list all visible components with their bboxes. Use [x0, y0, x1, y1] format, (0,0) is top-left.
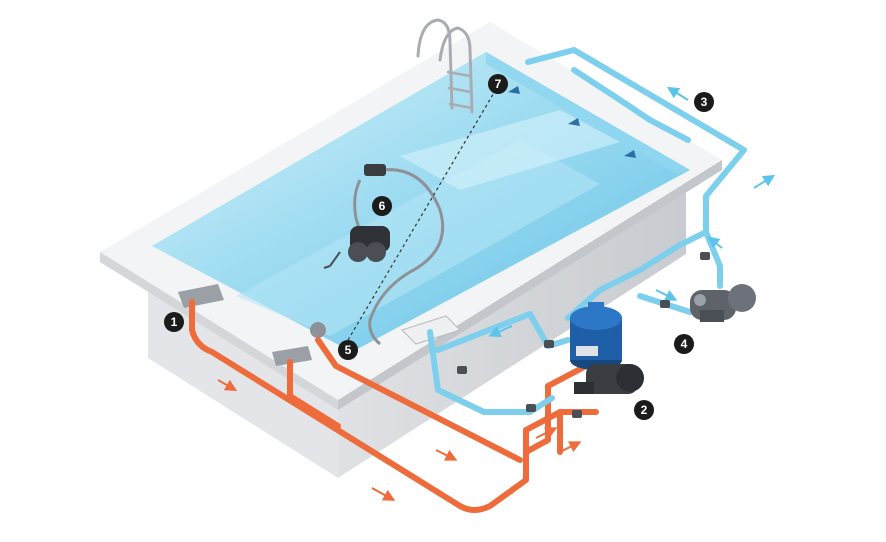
svg-text:4: 4 [681, 337, 688, 351]
svg-text:5: 5 [345, 343, 352, 357]
filter-pump-icon [570, 302, 644, 394]
badge-6: 6 [372, 196, 392, 216]
badge-7: 7 [488, 74, 508, 94]
svg-text:6: 6 [379, 199, 386, 213]
svg-text:7: 7 [495, 77, 502, 91]
badge-4: 4 [674, 334, 694, 354]
svg-text:2: 2 [641, 403, 648, 417]
badge-5: 5 [338, 340, 358, 360]
svg-text:3: 3 [701, 95, 708, 109]
badge-2: 2 [634, 400, 654, 420]
badge-1: 1 [164, 312, 184, 332]
vacuum-inlet-icon [310, 322, 326, 338]
booster-pump-icon [690, 284, 756, 322]
svg-text:1: 1 [171, 315, 178, 329]
badge-3: 3 [694, 92, 714, 112]
pool-structure [100, 22, 722, 478]
